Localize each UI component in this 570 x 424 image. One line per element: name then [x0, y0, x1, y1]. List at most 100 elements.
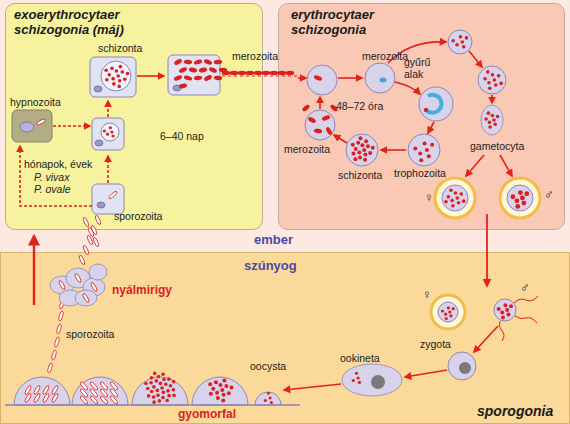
oocyst [14, 377, 70, 405]
arrow [405, 370, 447, 377]
parasite-dot [111, 77, 115, 81]
liver-cell [92, 118, 124, 150]
parasite-dot [451, 204, 455, 208]
salivary-gland-lobe [89, 264, 107, 280]
parasite-dot [496, 115, 500, 119]
parasite-dot [214, 380, 218, 384]
hypnozoite-cell [12, 110, 52, 142]
parasite-dot [444, 200, 448, 204]
parasite-dot [115, 69, 119, 73]
parasite-dot [356, 141, 360, 145]
parasite-dot [427, 154, 431, 158]
stage-label: sporozoita [114, 210, 162, 222]
parasite-dot [515, 204, 520, 209]
sporozoite [58, 280, 66, 290]
parasite-dot [497, 74, 501, 78]
parasite-dot [230, 385, 234, 389]
parasite-dot [445, 317, 448, 320]
band-title: sporogonia [477, 403, 567, 419]
parasite-dot [150, 390, 154, 394]
parasite-dot [156, 389, 160, 393]
parasite-dot [149, 381, 153, 385]
ookinete [342, 364, 402, 396]
cell [478, 66, 506, 94]
parasite-dot [111, 134, 114, 137]
parasite-dot [423, 141, 427, 145]
parasite-dot [109, 126, 112, 129]
parasite-dot [222, 393, 226, 397]
arrow [319, 97, 321, 109]
salivary-gland-lobe [59, 290, 81, 306]
parasite-dot [454, 191, 458, 195]
parasite-dot [224, 384, 228, 388]
parasite-dot [455, 196, 459, 200]
stage-label: ♂ [520, 281, 530, 296]
salivary-gland-lobe [66, 268, 90, 288]
microgamete [494, 299, 516, 321]
parasite-dot [488, 121, 492, 125]
oocyst [255, 392, 281, 405]
sporozoite [36, 118, 46, 126]
nucleus [97, 202, 105, 208]
merozoite [278, 71, 286, 75]
sporozoite [92, 237, 99, 247]
parasite-dot [227, 391, 231, 395]
cell [481, 105, 503, 135]
sporozoite [89, 388, 98, 398]
parasite-dot [491, 73, 495, 77]
parasite-dot [461, 40, 465, 44]
parasite-dot [108, 73, 112, 77]
cell [101, 123, 119, 141]
arrow [334, 135, 347, 143]
parasite-dot [165, 399, 169, 403]
merozoite [203, 74, 212, 82]
parasite-dot [160, 386, 164, 390]
parasite-dot [167, 394, 171, 398]
sporozoite [79, 381, 88, 391]
merozoite [178, 66, 187, 74]
arrow [474, 326, 498, 352]
parasite-dot [524, 191, 529, 196]
oocyst [192, 377, 248, 405]
parasite-dot [215, 391, 219, 395]
sporozoite [90, 225, 97, 235]
parasite-dot [166, 389, 170, 393]
parasite-dot [444, 313, 447, 316]
parasite-dot [352, 379, 355, 382]
stage-label: schizonta [338, 169, 382, 181]
merozoite [307, 116, 316, 124]
cell [438, 302, 458, 322]
sporozoite [74, 273, 82, 283]
sporozoite [24, 385, 32, 395]
cell [101, 61, 131, 91]
oocyst [72, 377, 128, 405]
parasite-dot [150, 376, 154, 380]
parasite-dot [493, 122, 497, 126]
parasite-dot [447, 195, 451, 199]
merozoite [321, 114, 330, 121]
arrow [20, 146, 92, 206]
parasite-dot [358, 136, 362, 140]
stage-label: ♀ [424, 191, 434, 206]
parasite-dot [366, 144, 370, 148]
parasite-dot [118, 79, 122, 83]
sporozoite [24, 393, 32, 403]
nucleus [459, 362, 471, 374]
parasite-dot [505, 308, 509, 312]
parasite-dot [159, 382, 163, 386]
stage-label: ookineta [340, 352, 380, 364]
parasite-dot [486, 70, 490, 74]
parasite-dot [510, 194, 515, 199]
parasite-dot [153, 372, 157, 376]
arrow [338, 77, 362, 79]
parasite-dot [270, 401, 273, 404]
macrogamete [431, 295, 465, 329]
parasite-dot [106, 133, 109, 136]
parasite-dot [521, 201, 526, 206]
parasite-dot [430, 143, 434, 147]
nucleus [20, 122, 34, 132]
parasite-dot [172, 394, 176, 398]
parasite-dot [357, 150, 361, 154]
parasite-dot [152, 395, 156, 399]
